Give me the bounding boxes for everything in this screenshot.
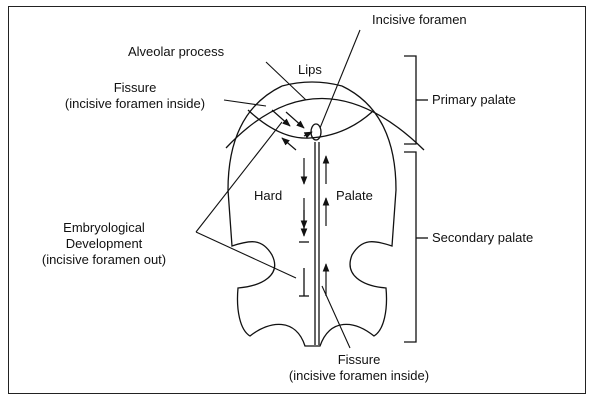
- label-fissure-top-line1: Fissure: [52, 80, 218, 96]
- label-fissure-bottom: Fissure (incisive foramen inside): [260, 352, 458, 384]
- pointer-incisive: [320, 30, 360, 128]
- label-alveolar-process: Alveolar process: [128, 44, 224, 60]
- primary-palate-bracket: [404, 56, 416, 144]
- pointer-embryo-b: [196, 232, 296, 278]
- secondary-palate-bracket: [404, 152, 416, 342]
- pointer-embryo-a: [196, 122, 282, 232]
- arrow: [282, 138, 296, 150]
- label-embryo-line2: Development: [16, 236, 192, 252]
- label-incisive-foramen: Incisive foramen: [372, 12, 467, 28]
- label-embryo-line3: (incisive foramen out): [16, 252, 192, 268]
- label-fissure-top: Fissure (incisive foramen inside): [52, 80, 218, 112]
- alveolar-arc: [226, 98, 424, 150]
- label-primary-palate: Primary palate: [432, 92, 516, 108]
- label-palate: Palate: [336, 188, 373, 204]
- label-hard: Hard: [254, 188, 282, 204]
- label-fissure-top-line2: (incisive foramen inside): [52, 96, 218, 112]
- label-fissure-bottom-line1: Fissure: [260, 352, 458, 368]
- label-embryological-development: Embryological Development (incisive fora…: [16, 220, 192, 268]
- label-secondary-palate: Secondary palate: [432, 230, 533, 246]
- label-lips: Lips: [298, 62, 322, 78]
- label-embryo-line1: Embryological: [16, 220, 192, 236]
- label-fissure-bottom-line2: (incisive foramen inside): [260, 368, 458, 384]
- palate-outline: [228, 86, 396, 346]
